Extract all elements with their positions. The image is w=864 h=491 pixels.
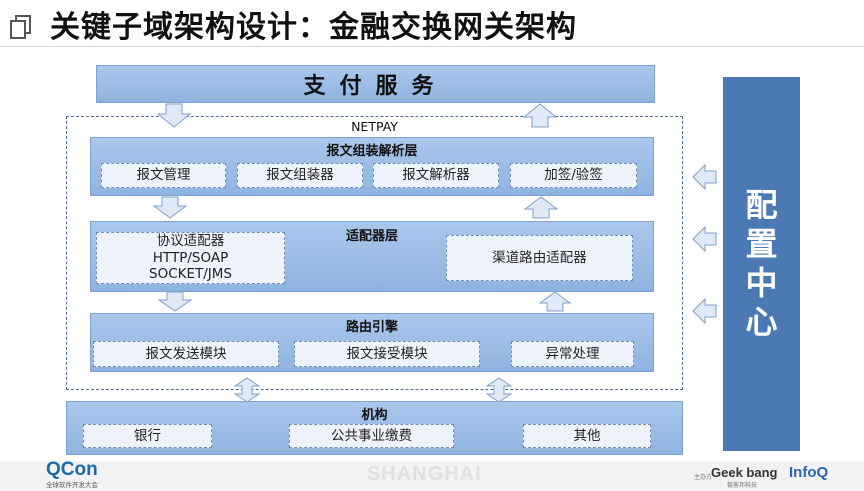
message-layer-title: 报文组装解析层 bbox=[326, 144, 418, 159]
bank-box: 银行 bbox=[83, 424, 212, 448]
bidirectional-arrow-icon bbox=[233, 377, 261, 403]
title-divider bbox=[0, 46, 864, 47]
channel-routing-adapter-box: 渠道路由适配器 bbox=[446, 235, 633, 281]
config-center-char: 配 bbox=[745, 185, 778, 224]
message-assembler-box: 报文组装器 bbox=[237, 163, 363, 188]
routing-engine-title: 路由引擎 bbox=[345, 320, 398, 335]
exception-handling-box: 异常处理 bbox=[511, 341, 634, 367]
left-arrow-icon bbox=[692, 163, 717, 191]
bidirectional-arrow-icon bbox=[485, 377, 513, 403]
message-parser-box: 报文解析器 bbox=[373, 163, 499, 188]
left-arrow-icon bbox=[692, 297, 717, 325]
utility-payment-box: 公共事业缴费 bbox=[289, 424, 454, 448]
copy-icon bbox=[10, 15, 31, 39]
down-arrow-icon bbox=[157, 291, 193, 312]
message-receive-module-box: 报文接受模块 bbox=[294, 341, 480, 367]
organizer-label: 主办方 bbox=[694, 474, 713, 481]
infoq-logo: InfoQ bbox=[789, 464, 829, 481]
protocol-adapter-line: HTTP/SOAP bbox=[152, 249, 229, 266]
up-arrow-icon bbox=[523, 196, 559, 219]
config-center-char: 中 bbox=[745, 264, 778, 302]
message-send-module-box: 报文发送模块 bbox=[93, 341, 279, 367]
left-arrow-icon bbox=[692, 225, 717, 253]
protocol-adapter-line: SOCKET/JMS bbox=[149, 266, 232, 283]
protocol-adapter-box: 协议适配器 HTTP/SOAP SOCKET/JMS bbox=[96, 232, 285, 284]
page-title: 关键子域架构设计：金融交换网关架构 bbox=[50, 10, 577, 45]
geekbang-tagline: 极客邦科技 bbox=[727, 482, 758, 489]
up-arrow-icon bbox=[522, 103, 558, 128]
up-arrow-icon bbox=[538, 291, 572, 312]
geekbang-logo: Geek bang bbox=[711, 465, 778, 480]
netpay-container bbox=[66, 116, 683, 390]
other-box: 其他 bbox=[523, 424, 651, 448]
down-arrow-icon bbox=[156, 103, 192, 128]
config-center-char: 置 bbox=[745, 224, 778, 263]
config-center: 配 置 中 心 bbox=[723, 77, 800, 451]
qcon-tagline: 全球软件开发大会 bbox=[46, 481, 98, 489]
protocol-adapter-line: 协议适配器 bbox=[156, 232, 225, 249]
footer-bar bbox=[0, 461, 864, 491]
adapter-layer-title: 适配器层 bbox=[345, 229, 398, 244]
down-arrow-icon bbox=[152, 196, 188, 219]
qcon-logo: QCon bbox=[46, 459, 98, 480]
institution-layer-title: 机构 bbox=[361, 408, 388, 423]
city-watermark: SHANGHAI bbox=[367, 463, 482, 485]
signature-verify-box: 加签/验签 bbox=[510, 163, 637, 188]
message-management-box: 报文管理 bbox=[101, 163, 226, 188]
netpay-label: NETPAY bbox=[351, 119, 398, 134]
payment-service-band: 支付服务 bbox=[96, 65, 655, 103]
config-center-char: 心 bbox=[745, 303, 778, 342]
